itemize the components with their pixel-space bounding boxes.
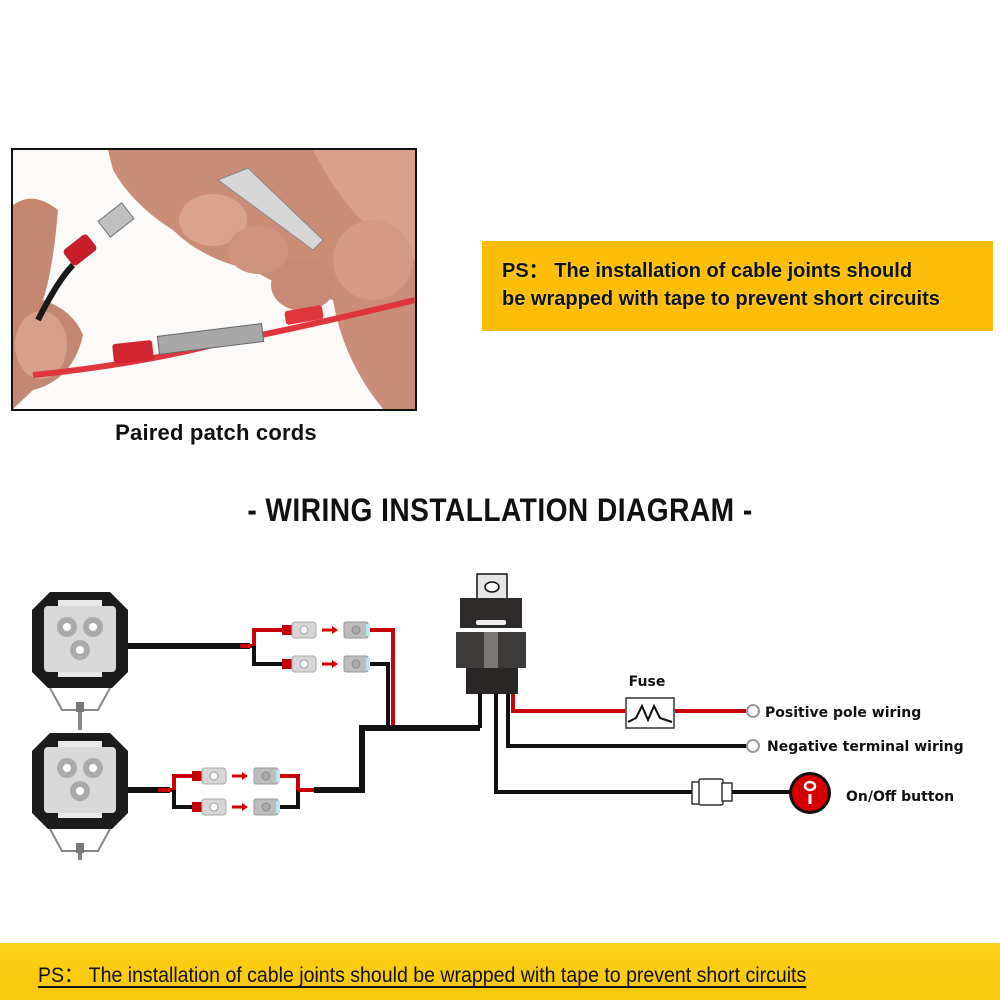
positive-terminal-icon — [746, 704, 760, 718]
fuse-icon — [625, 697, 675, 729]
connector-plug-icon — [691, 778, 733, 806]
bottom-ps-text: PS： The installation of cable joints sho… — [38, 964, 807, 987]
negative-terminal-label: Negative terminal wiring — [767, 739, 964, 755]
on-off-switch-icon[interactable] — [789, 772, 831, 814]
ps-note-line-1: PS： The installation of cable joints sho… — [502, 260, 913, 282]
patch-cords-photo — [11, 148, 417, 411]
bottom-ps-banner: PS： The installation of cable joints sho… — [0, 943, 1000, 1000]
photo-caption: Paired patch cords — [115, 420, 317, 445]
led-work-light-top — [31, 591, 129, 731]
on-off-button-label: On/Off button — [846, 789, 954, 805]
fuse-label: Fuse — [629, 674, 666, 690]
negative-terminal-icon — [746, 739, 760, 753]
ps-note-box: PS： The installation of cable joints sho… — [482, 241, 993, 331]
diagram-title: - WIRING INSTALLATION DIAGRAM - — [247, 492, 753, 528]
relay-icon — [456, 573, 526, 694]
hands-connecting-terminals-illustration — [13, 150, 415, 409]
wiring-diagram: Fuse Positive pole wiring Negative termi… — [31, 573, 964, 860]
ps-note-line-2: be wrapped with tape to prevent short ci… — [502, 288, 940, 310]
positive-pole-label: Positive pole wiring — [765, 705, 921, 721]
led-work-light-bottom — [31, 732, 129, 860]
